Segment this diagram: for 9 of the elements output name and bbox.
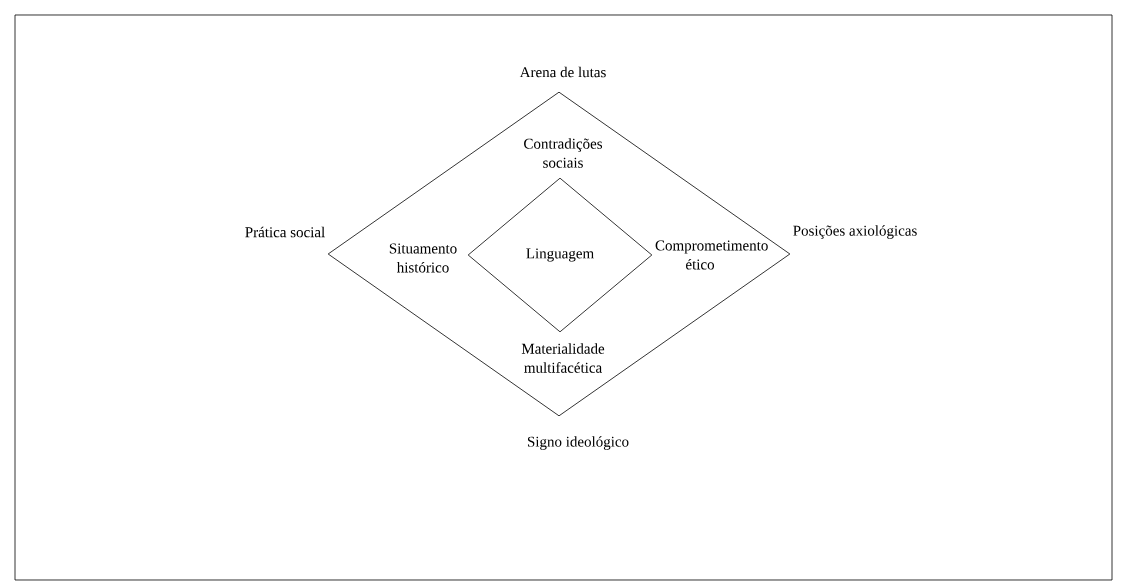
diamond-label: Materialidade multifacética (521, 343, 605, 373)
diamond-label: Linguagem (526, 248, 594, 262)
corner-label: Arena de lutas (519, 66, 606, 78)
diamond-label: Contradições sociais (524, 138, 603, 168)
corner-label: Posições axiológicas (793, 225, 917, 239)
corner-label: Prática social (245, 226, 325, 238)
diamond-label: Situamento histórico (389, 243, 457, 273)
diamond-label: Comprometimento ético (655, 240, 768, 270)
corner-label: Signo ideológico (527, 436, 629, 450)
